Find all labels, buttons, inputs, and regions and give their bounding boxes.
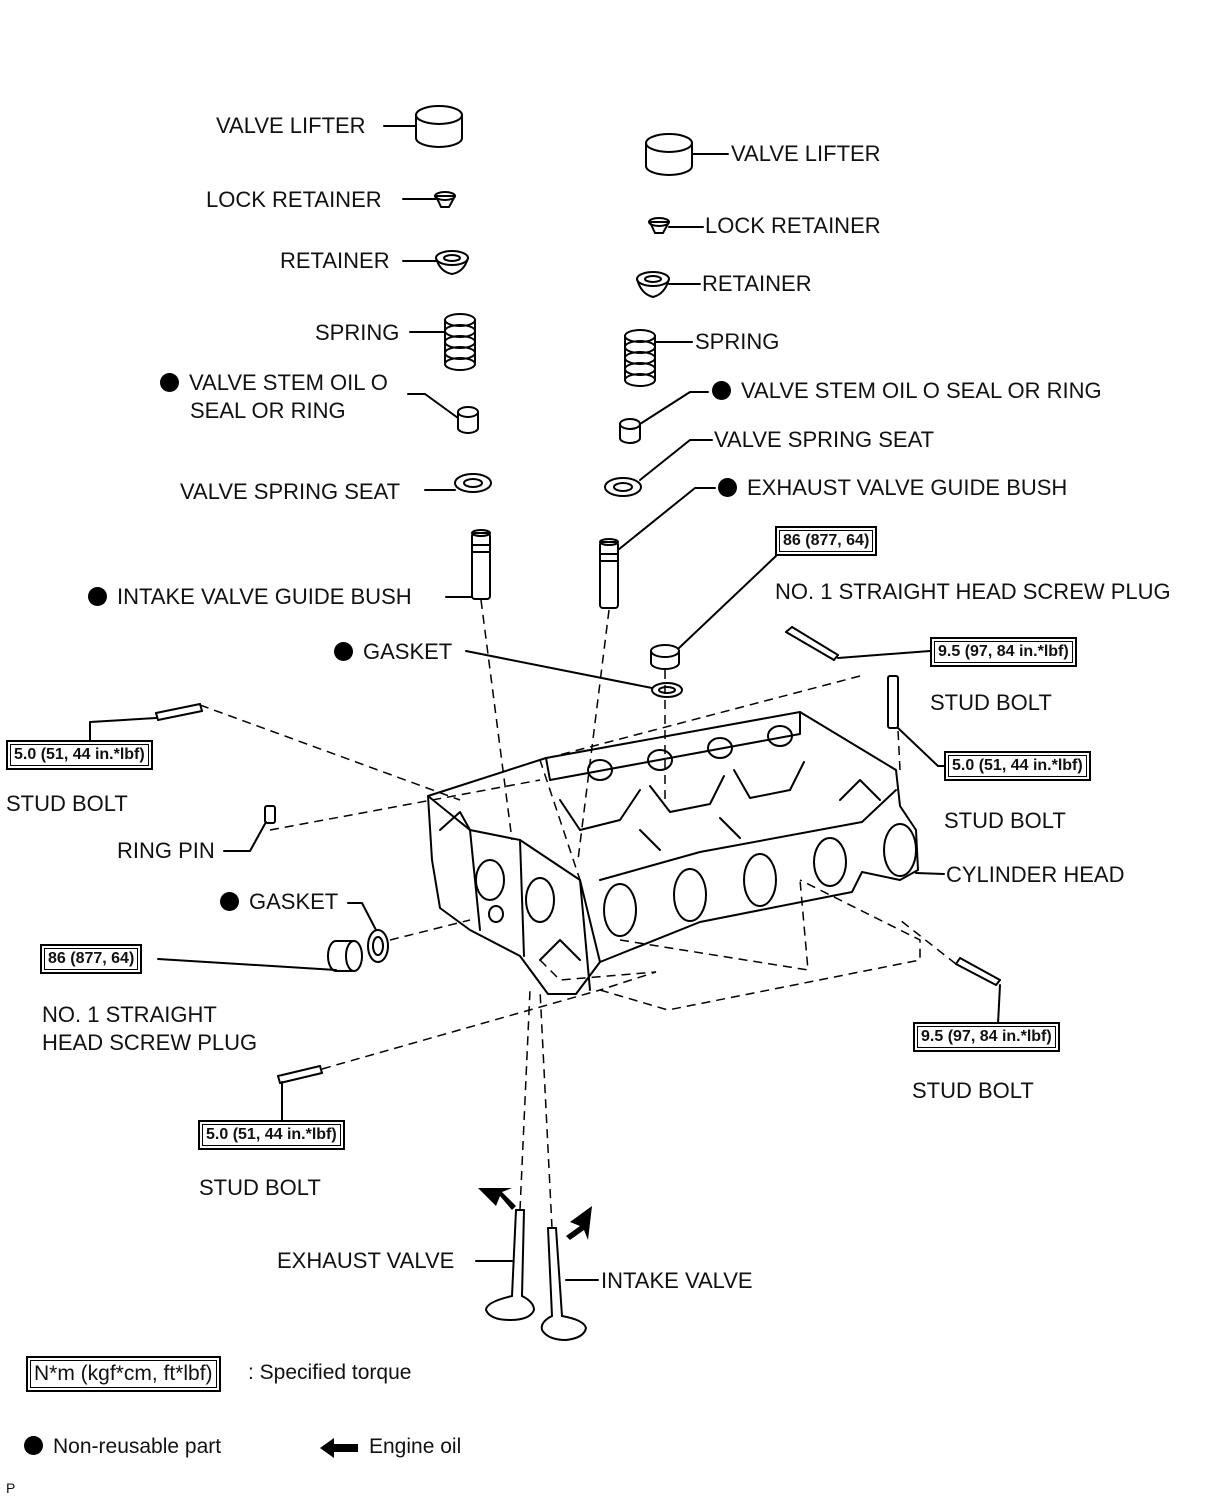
label-spring-seat-right: VALVE SPRING SEAT bbox=[714, 427, 935, 452]
stud-bolt-right-top-part bbox=[785, 626, 839, 661]
spring-seat-left-part bbox=[454, 473, 492, 493]
label-stud-bolt-right-top: STUD BOLT bbox=[930, 690, 1052, 715]
label-screw-plug-left-1: NO. 1 STRAIGHT bbox=[42, 1002, 217, 1027]
gasket-top-part bbox=[651, 682, 683, 698]
label-retainer-right: RETAINER bbox=[702, 271, 812, 296]
legend-torque-text: : Specified torque bbox=[248, 1361, 412, 1384]
engine-oil-arrow-intake bbox=[566, 1206, 592, 1240]
label-retainer-left: RETAINER bbox=[280, 248, 390, 273]
exhaust-valve-part bbox=[485, 1209, 535, 1321]
label-intake-guide-bush: INTAKE VALVE GUIDE BUSH bbox=[88, 585, 412, 609]
torque-plug-left: 86 (877, 64) bbox=[40, 944, 143, 974]
label-stem-seal-left: VALVE STEM OIL O bbox=[160, 371, 388, 395]
label-ring-pin: RING PIN bbox=[117, 838, 215, 863]
gasket-left-part bbox=[367, 929, 389, 963]
stem-seal-right-part bbox=[619, 418, 641, 444]
label-spring-seat-left: VALVE SPRING SEAT bbox=[180, 479, 401, 504]
legend-torque-box: N*m (kgf*cm, ft*lbf) bbox=[26, 1356, 221, 1392]
stud-bolt-left-part bbox=[155, 703, 203, 721]
torque-stud-right-mid: 5.0 (51, 44 in.*lbf) bbox=[944, 751, 1091, 781]
label-exhaust-guide-bush: EXHAUST VALVE GUIDE BUSH bbox=[718, 476, 1067, 500]
non-reusable-dot bbox=[334, 642, 353, 661]
label-lock-retainer-right: LOCK RETAINER bbox=[705, 213, 881, 238]
valve-lifter-left-part bbox=[415, 105, 463, 148]
engine-oil-arrow-icon bbox=[320, 1438, 358, 1458]
torque-stud-right-top: 9.5 (97, 84 in.*lbf) bbox=[930, 637, 1077, 667]
label-cylinder-head: CYLINDER HEAD bbox=[946, 862, 1125, 887]
lock-retainer-left-part bbox=[434, 191, 456, 208]
label-valve-lifter-right: VALVE LIFTER bbox=[731, 141, 881, 166]
non-reusable-dot bbox=[718, 478, 737, 497]
label-valve-lifter-left: VALVE LIFTER bbox=[216, 113, 366, 138]
spring-seat-right-part bbox=[604, 477, 642, 497]
cylinder-head-part bbox=[427, 711, 919, 995]
stem-seal-left-part bbox=[457, 406, 479, 434]
label-intake-valve: INTAKE VALVE bbox=[601, 1268, 753, 1293]
stud-bolt-right-bottom-part bbox=[955, 957, 1001, 986]
figure-code: P bbox=[6, 1480, 16, 1496]
label-spring-right: SPRING bbox=[695, 329, 780, 354]
lock-retainer-right-part bbox=[648, 217, 670, 234]
spring-right-part bbox=[624, 329, 656, 387]
label-stud-bolt-bottom-left: STUD BOLT bbox=[199, 1175, 321, 1200]
exhaust-guide-bush-part bbox=[599, 538, 619, 609]
label-stud-bolt-right-bottom: STUD BOLT bbox=[912, 1078, 1034, 1103]
ring-pin-part bbox=[264, 805, 276, 824]
torque-plug-right: 86 (877, 64) bbox=[775, 526, 878, 556]
spring-left-part bbox=[444, 313, 476, 371]
label-stud-bolt-right-mid: STUD BOLT bbox=[944, 808, 1066, 833]
torque-stud-bottom-left: 5.0 (51, 44 in.*lbf) bbox=[198, 1120, 345, 1150]
legend-non-reusable: Non-reusable part bbox=[24, 1435, 221, 1459]
torque-stud-right-bottom: 9.5 (97, 84 in.*lbf) bbox=[913, 1022, 1060, 1052]
stud-bolt-bottom-left-part bbox=[277, 1065, 323, 1084]
non-reusable-dot bbox=[712, 381, 731, 400]
label-spring-left: SPRING bbox=[315, 320, 400, 345]
valve-lifter-right-part bbox=[645, 133, 693, 176]
retainer-left-part bbox=[435, 250, 469, 275]
label-screw-plug-right: NO. 1 STRAIGHT HEAD SCREW PLUG bbox=[775, 579, 1171, 604]
label-stem-seal-right: VALVE STEM OIL O SEAL OR RING bbox=[712, 379, 1102, 403]
retainer-right-part bbox=[636, 271, 670, 298]
screw-plug-right-part bbox=[650, 644, 680, 670]
screw-plug-left-part bbox=[327, 940, 363, 972]
label-gasket-top: GASKET bbox=[334, 640, 452, 664]
legend-engine-oil: Engine oil bbox=[369, 1435, 462, 1458]
non-reusable-dot bbox=[160, 373, 179, 392]
label-gasket-left: GASKET bbox=[220, 890, 338, 914]
intake-guide-bush-part bbox=[471, 529, 491, 600]
label-lock-retainer-left: LOCK RETAINER bbox=[206, 187, 382, 212]
non-reusable-dot bbox=[88, 587, 107, 606]
intake-valve-part bbox=[540, 1227, 587, 1341]
non-reusable-dot bbox=[24, 1436, 43, 1455]
engine-oil-arrow-exhaust bbox=[478, 1188, 516, 1210]
non-reusable-dot bbox=[220, 892, 239, 911]
torque-stud-left: 5.0 (51, 44 in.*lbf) bbox=[6, 740, 153, 770]
label-exhaust-valve: EXHAUST VALVE bbox=[277, 1248, 455, 1273]
label-screw-plug-left-2: HEAD SCREW PLUG bbox=[42, 1030, 258, 1055]
label-stem-seal-left-line2: SEAL OR RING bbox=[190, 398, 346, 423]
label-stud-bolt-left: STUD BOLT bbox=[6, 791, 128, 816]
stud-bolt-right-mid-part bbox=[887, 675, 899, 729]
